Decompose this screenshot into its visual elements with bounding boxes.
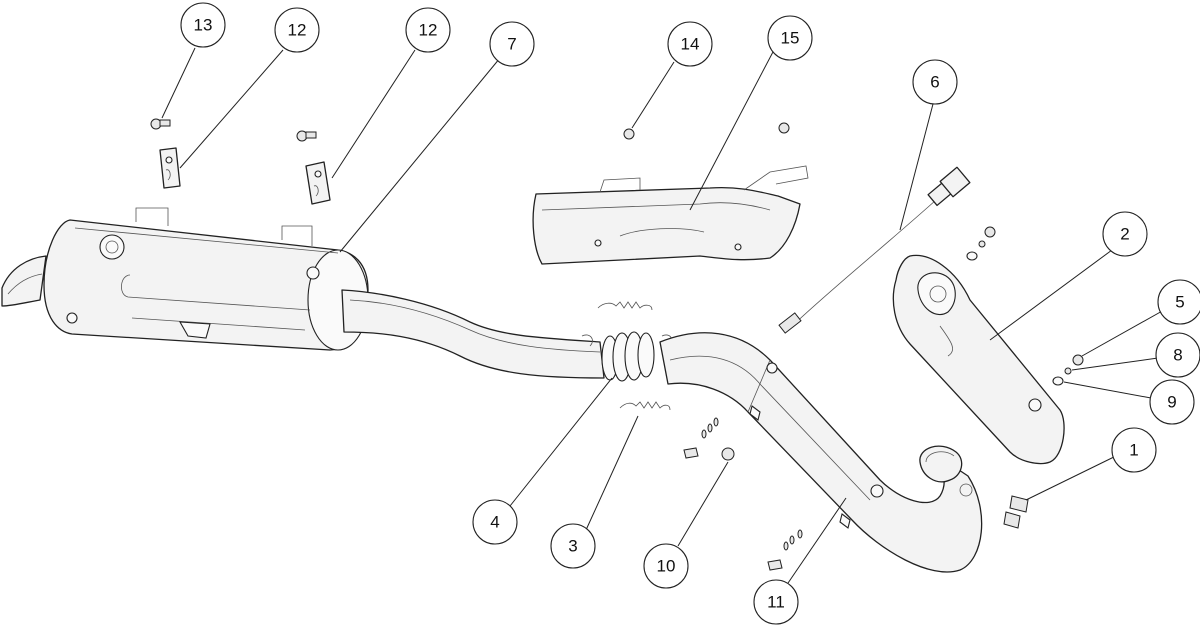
callout-4: 4 [472,499,518,545]
leader-lines [161,47,1165,587]
callout-12-left: 12 [274,7,320,53]
header-pipe [659,332,983,573]
callout-label: 10 [657,557,676,576]
heat-shield-lower [892,254,1065,465]
plug-1 [1003,495,1029,529]
callout-label: 9 [1167,393,1176,412]
callout-label: 12 [288,21,307,40]
bolt-13 [150,118,171,130]
nut-5-stack [966,226,1084,386]
callout-14: 14 [667,21,713,67]
nut-14 [623,122,790,140]
callout-label: 15 [781,29,800,48]
callout-12-right: 12 [405,7,451,53]
callout-6: 6 [912,59,958,105]
callout-label: 11 [767,593,785,612]
spring-bottom [619,401,671,411]
link-pipe [341,289,605,379]
callout-13: 13 [180,2,226,48]
callout-label: 7 [507,35,516,54]
muffler [1,207,369,351]
callout-label: 2 [1120,225,1129,244]
oxygen-sensor [778,166,971,334]
spring-top [597,301,653,311]
callout-11: 11 [753,579,799,625]
clamp-right [305,161,331,205]
callout-label: 12 [419,21,438,40]
callout-5: 5 [1157,279,1200,325]
callout-label: 8 [1173,346,1182,365]
callout-label: 1 [1129,441,1138,460]
spring-joint [581,331,673,382]
callout-15: 15 [767,15,813,61]
callout-2: 2 [1102,211,1148,257]
callout-label: 3 [568,537,577,556]
callout-label: 14 [681,35,700,54]
clamp-left [159,147,181,189]
callout-10: 10 [643,543,689,589]
callout-7: 7 [489,21,535,67]
callout-8: 8 [1155,332,1200,378]
callout-9: 9 [1149,379,1195,425]
callout-label: 13 [194,16,213,35]
bolt-12 [296,130,317,142]
callout-label: 4 [490,513,499,532]
bolt-10 [683,417,803,571]
heat-shield-top [532,165,809,265]
callout-label: 5 [1175,293,1184,312]
callout-3: 3 [550,523,596,569]
callout-1: 1 [1111,427,1157,473]
callout-label: 6 [930,73,939,92]
